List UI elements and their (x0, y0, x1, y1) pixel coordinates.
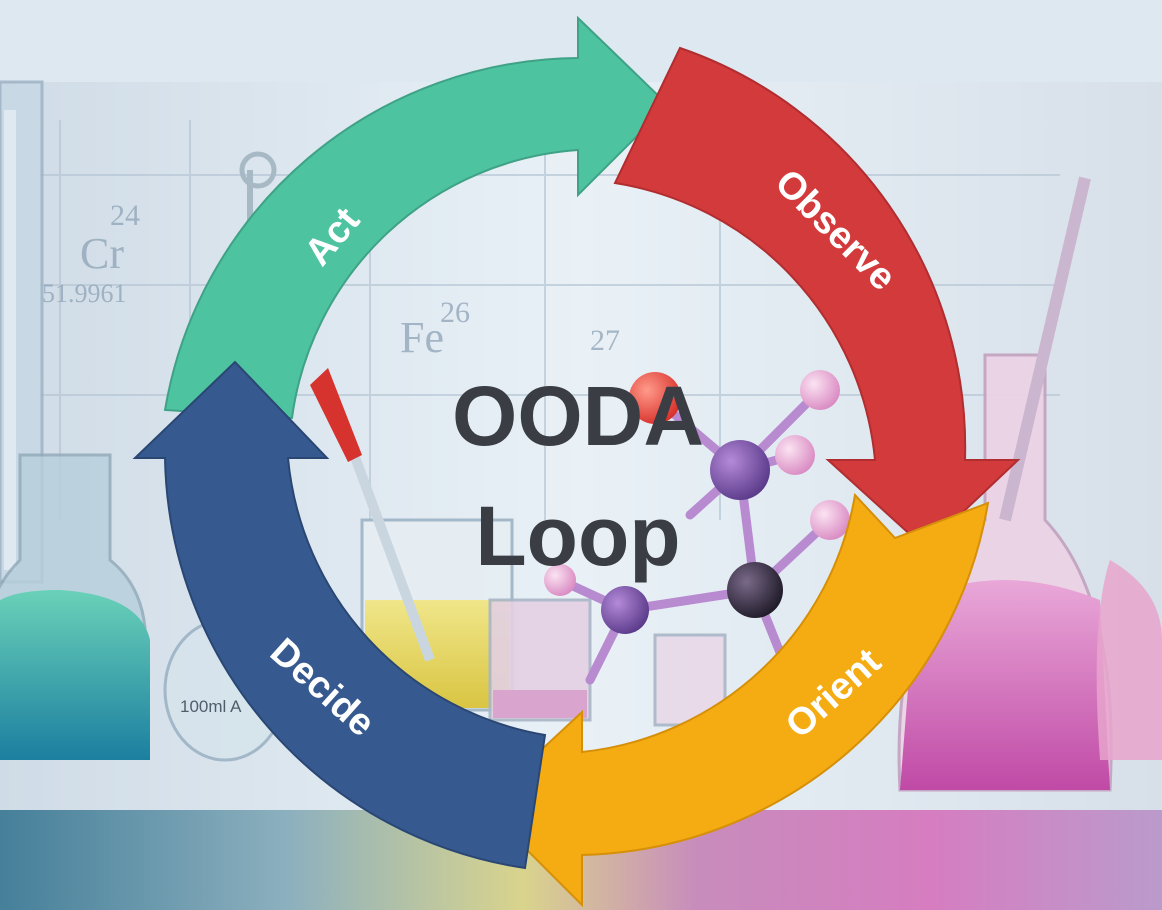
decide-arrow (132, 360, 547, 870)
element-mass: 51.9961 (42, 279, 127, 308)
flask-icon (1096, 560, 1162, 760)
center-title: OODA Loop (452, 369, 704, 583)
flask-icon (0, 453, 150, 760)
act-arrow (163, 15, 670, 420)
title-line-1: OODA (452, 369, 704, 463)
title-line-2: Loop (475, 489, 680, 583)
pipette-icon (310, 368, 435, 662)
element-number: 24 (110, 199, 140, 232)
element-symbol: Fe (400, 313, 444, 362)
orient-arrow (480, 492, 990, 908)
molecule-icon (544, 370, 850, 685)
element-number: 26 (440, 296, 470, 329)
vessel-marking: 100ml A (180, 697, 242, 716)
beaker-icon (488, 598, 592, 722)
element-symbol: Cr (80, 229, 124, 278)
beaker-icon (360, 518, 514, 712)
observe-arrow (613, 46, 1021, 550)
cycle-arrows (132, 15, 1021, 908)
element-number: 27 (590, 324, 620, 357)
